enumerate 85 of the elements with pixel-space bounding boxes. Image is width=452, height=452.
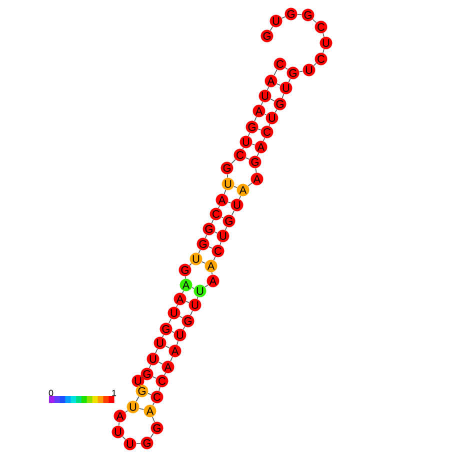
connector-line [254, 116, 257, 122]
connector-line [228, 202, 232, 204]
connector-line [211, 219, 214, 224]
connector-line [276, 83, 281, 86]
connector-line [162, 334, 164, 338]
connector-line [298, 70, 304, 72]
connector-line [322, 32, 324, 38]
connector-line [268, 124, 270, 126]
connector-line [148, 393, 152, 395]
connector-line [201, 261, 206, 264]
connector-line [248, 132, 250, 136]
connector-line [242, 147, 244, 150]
connector-line [288, 78, 291, 83]
connector-line [208, 246, 213, 249]
connector-line [213, 256, 216, 261]
connector-line [150, 432, 154, 438]
connector-line [270, 26, 274, 31]
connector-line [196, 296, 198, 300]
connector-line [224, 190, 226, 194]
connector-line [220, 242, 222, 246]
connector-line [149, 364, 151, 368]
connector-line [190, 310, 193, 316]
connector-line [198, 249, 201, 254]
connector-line [281, 16, 286, 19]
connector-line [225, 226, 228, 230]
connector-line [257, 152, 259, 156]
connector-line [221, 216, 224, 218]
connector-line [218, 206, 220, 208]
connector-line [152, 402, 155, 406]
connector-line [136, 442, 141, 444]
connector-line [234, 186, 238, 188]
connector-line [155, 348, 158, 354]
connector-line [214, 231, 218, 234]
connector-line [170, 356, 173, 362]
connector-line [185, 276, 186, 279]
connector-line [263, 138, 265, 142]
connector-line [172, 331, 174, 333]
connector-line [179, 316, 183, 318]
connector-line [205, 234, 208, 238]
connector-line [165, 346, 170, 348]
connector-line [313, 62, 317, 66]
connector-line [136, 396, 140, 402]
connector-line [248, 182, 252, 186]
connector-line [252, 144, 256, 146]
connector-line [186, 301, 190, 303]
connector-line [270, 98, 275, 102]
connector-line [312, 18, 317, 24]
connector-line [274, 69, 278, 76]
connector-line [255, 168, 257, 173]
connector-line [322, 48, 324, 54]
connector-line [274, 109, 278, 113]
connector-line [192, 287, 194, 289]
connector-line [176, 340, 178, 346]
connector-line [227, 174, 228, 178]
connector-line [164, 372, 166, 376]
connector-line [189, 263, 192, 266]
connector-line [231, 159, 236, 164]
connector-line [118, 422, 120, 426]
scale-label: 0 [48, 390, 54, 396]
connector-line [204, 284, 208, 288]
connector-line [139, 384, 141, 388]
connector-line [168, 318, 172, 324]
connector-line [182, 290, 184, 294]
connector-line [239, 196, 241, 200]
connector-line [158, 362, 163, 364]
connector-line [138, 408, 144, 410]
connector-line [152, 416, 155, 422]
connector-line [231, 210, 235, 216]
connector-line [122, 436, 126, 440]
connector-line [258, 128, 262, 130]
connector-line [158, 386, 160, 392]
connector-line [282, 94, 284, 98]
connector-line [176, 304, 178, 308]
scale-label: 1 [112, 390, 116, 396]
connector-line [152, 376, 157, 379]
connector-line [245, 157, 250, 160]
connector-line [211, 272, 213, 275]
connector-line [124, 410, 128, 413]
connector-line [182, 326, 186, 330]
connector-line [261, 102, 263, 106]
connector-line [297, 14, 302, 16]
connector-line [284, 67, 288, 70]
connector-line [142, 376, 144, 378]
connector-line [267, 86, 269, 90]
connector-line [264, 114, 267, 116]
